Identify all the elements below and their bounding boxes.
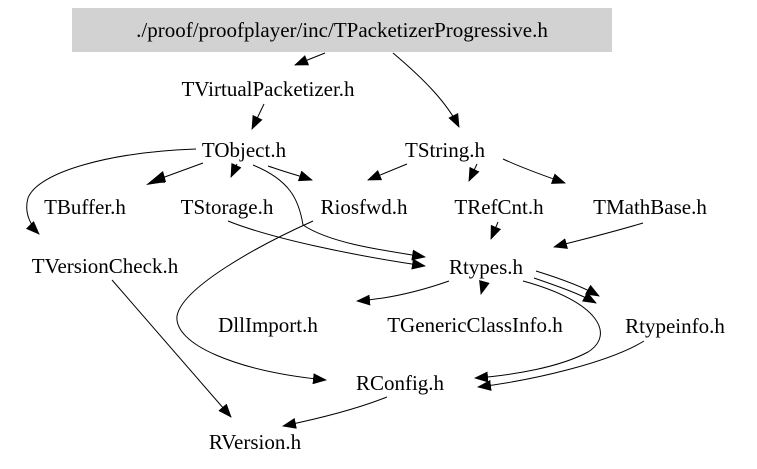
graph-node-trefcnt[interactable]: TRefCnt.h [454,194,544,219]
include-edge-e18a [535,270,600,297]
include-edge-e1 [294,52,326,66]
graph-node-tstorage[interactable]: TStorage.h [180,194,274,219]
include-edge-e11 [367,163,408,181]
graph-node-tmathbase[interactable]: TMathBase.h [593,194,707,219]
include-edge-e21 [111,279,232,418]
graph-node-root-tpacketizerprogressive: ./proof/proofplayer/inc/TPacketizerProgr… [72,8,612,52]
graph-node-rconfig[interactable]: RConfig.h [355,370,445,395]
graph-node-rversion[interactable]: RVersion.h [208,429,302,454]
include-edge-e17 [479,280,490,295]
include-edge-e6 [230,162,242,178]
include-edge-e16 [356,280,450,306]
include-edge-e8 [25,148,197,235]
graph-node-tgenericclassinfo[interactable]: TGenericClassInfo.h [387,312,563,337]
include-edge-e15 [553,222,644,249]
include-edge-e14 [490,221,502,240]
arrowhead-tbuffer-extra [146,171,166,185]
graph-node-tvirtualpacketizer[interactable]: TVirtualPacketizer.h [181,76,355,101]
include-edge-e7 [267,165,313,182]
include-edge-e2 [392,52,460,128]
include-edge-e3 [251,103,265,130]
include-edge-e19a [474,280,601,383]
graph-node-riosfwd[interactable]: Riosfwd.h [320,194,408,219]
include-edge-e20 [176,220,327,385]
include-edge-e22 [282,396,388,429]
graph-node-dllimport[interactable]: DllImport.h [218,312,318,337]
graph-node-tbuffer[interactable]: TBuffer.h [44,194,126,219]
graph-node-rtypeinfo[interactable]: Rtypeinfo.h [625,313,725,338]
include-edge-e13 [502,158,566,184]
graph-node-tstring[interactable]: TString.h [405,137,485,162]
graph-node-tobject[interactable]: TObject.h [201,137,287,162]
include-edge-e18b [533,277,597,304]
include-edge-e19b [477,340,645,391]
graph-node-tversioncheck[interactable]: TVersionCheck.h [31,253,179,278]
include-edge-e12 [468,163,480,182]
include-edge-e10 [227,220,426,270]
graph-node-rtypes[interactable]: Rtypes.h [448,254,524,279]
